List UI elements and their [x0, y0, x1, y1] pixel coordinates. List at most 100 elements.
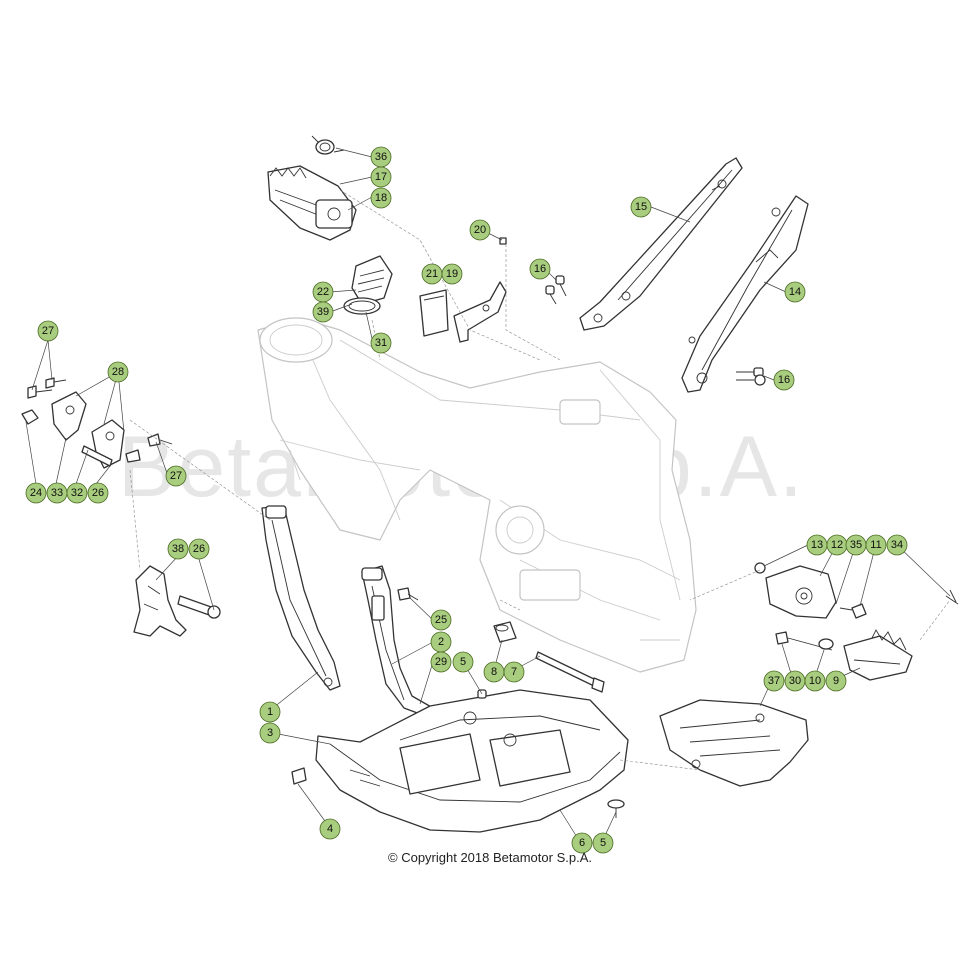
callout-badge: 33 [46, 482, 68, 504]
callout-number: 6 [579, 837, 585, 849]
callout-number: 21 [426, 268, 438, 280]
callout-badge: 27 [37, 320, 59, 342]
bolt-4 [291, 767, 307, 785]
callout-badge: 29 [430, 651, 452, 673]
callout-number: 17 [375, 171, 387, 183]
callout-number: 4 [327, 823, 333, 835]
callout-badge: 3 [259, 722, 281, 744]
callout-number: 36 [375, 151, 387, 163]
bolt-5-bottom [607, 799, 625, 818]
spring-part-36 [311, 135, 345, 155]
callout-number: 28 [112, 366, 124, 378]
callout-badge: 30 [784, 670, 806, 692]
callout-badge: 20 [469, 219, 491, 241]
spacer-8 [493, 621, 517, 643]
callout-number: 33 [51, 487, 63, 499]
callout-badge: 21 [421, 263, 443, 285]
footpeg-right [775, 589, 959, 681]
callout-badge: 38 [167, 538, 189, 560]
callout-badge: 19 [441, 263, 463, 285]
skid-plate-3 [315, 689, 629, 833]
callout-badge: 7 [503, 661, 525, 683]
bolt-25 [397, 587, 419, 601]
bracket-38 [133, 565, 221, 637]
callout-badge: 11 [865, 534, 887, 556]
callout-badge: 22 [312, 281, 334, 303]
callout-badge: 26 [188, 538, 210, 560]
subframe-rail-15 [579, 157, 743, 331]
callout-number: 30 [789, 675, 801, 687]
callout-badge: 27 [165, 465, 187, 487]
frame-spar-1 [261, 505, 341, 691]
callout-number: 35 [850, 539, 862, 551]
callout-number: 22 [317, 286, 329, 298]
callout-number: 1 [267, 706, 273, 718]
callout-badge: 4 [319, 818, 341, 840]
callout-number: 27 [42, 325, 54, 337]
callout-number: 20 [474, 224, 486, 236]
callout-number: 5 [460, 656, 466, 668]
callout-number: 27 [170, 470, 182, 482]
callout-number: 13 [811, 539, 823, 551]
callout-number: 12 [831, 539, 843, 551]
guard-plate-37 [659, 699, 809, 787]
callout-number: 16 [534, 263, 546, 275]
callout-number: 2 [438, 636, 444, 648]
callout-badge: 26 [87, 482, 109, 504]
callout-number: 39 [317, 306, 329, 318]
callout-badge: 2 [430, 631, 452, 653]
callout-number: 32 [71, 487, 83, 499]
callout-number: 15 [635, 201, 647, 213]
callout-badge: 5 [592, 832, 614, 854]
callout-number: 37 [768, 675, 780, 687]
callout-badge: 31 [370, 332, 392, 354]
left-bracket-group [21, 377, 173, 469]
callout-number: 18 [375, 192, 387, 204]
callout-badge: 39 [312, 301, 334, 323]
callout-badge: 9 [825, 670, 847, 692]
callout-badge: 5 [452, 651, 474, 673]
bolts-16-right [736, 367, 766, 386]
callout-number: 25 [435, 614, 447, 626]
callout-badge: 28 [107, 361, 129, 383]
callout-badge: 36 [370, 146, 392, 168]
callout-number: 26 [193, 543, 205, 555]
callout-number: 19 [446, 268, 458, 280]
callout-badge: 17 [370, 166, 392, 188]
callout-badge: 37 [763, 670, 785, 692]
callout-badge: 34 [886, 534, 908, 556]
callout-badge: 1 [259, 701, 281, 723]
copyright-text: © Copyright 2018 Betamotor S.p.A. [388, 850, 592, 865]
callout-badge: 16 [529, 258, 551, 280]
subframe-rail-14 [681, 195, 809, 393]
footpeg-bracket-right [754, 562, 867, 619]
callout-number: 5 [600, 837, 606, 849]
callout-badge: 15 [630, 196, 652, 218]
callout-badge: 13 [806, 534, 828, 556]
callout-number: 34 [891, 539, 903, 551]
callout-badge: 12 [826, 534, 848, 556]
callout-number: 31 [375, 337, 387, 349]
callout-badge: 18 [370, 187, 392, 209]
callout-number: 29 [435, 656, 447, 668]
bracket-19-21 [419, 237, 507, 343]
callout-number: 11 [870, 539, 881, 551]
callout-number: 10 [809, 675, 821, 687]
callout-number: 9 [833, 675, 839, 687]
callout-badge: 32 [66, 482, 88, 504]
main-frame [257, 317, 697, 673]
callout-badge: 6 [571, 832, 593, 854]
callout-badge: 10 [804, 670, 826, 692]
callout-badge: 25 [430, 609, 452, 631]
callout-number: 8 [491, 666, 497, 678]
axle-bolt-7 [535, 651, 605, 693]
callout-number: 26 [92, 487, 104, 499]
callout-number: 38 [172, 543, 184, 555]
callout-number: 7 [511, 666, 517, 678]
footpeg-left [267, 165, 357, 241]
callout-badge: 24 [25, 482, 47, 504]
callout-badge: 8 [483, 661, 505, 683]
callout-number: 3 [267, 727, 273, 739]
callout-badge: 14 [784, 281, 806, 303]
